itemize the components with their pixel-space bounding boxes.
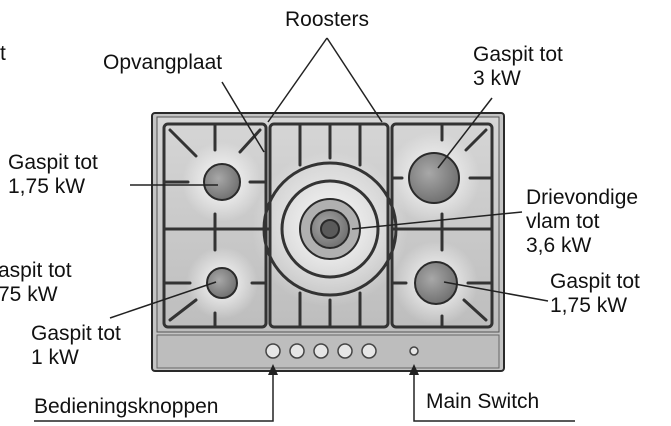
- leader-arrowheads: [268, 364, 419, 375]
- knob-3: [313, 343, 329, 359]
- knob-4: [337, 343, 353, 359]
- main-switch-button: [409, 346, 419, 356]
- burner-top-right-label: Gaspit tot 3 kW: [473, 43, 563, 90]
- roosters-grates: [162, 122, 494, 329]
- knob-5: [361, 343, 377, 359]
- burner-top-right: [408, 152, 460, 204]
- leader-lines: [109, 37, 549, 407]
- control-knobs: [265, 343, 419, 359]
- main-switch-label: Main Switch: [426, 390, 540, 413]
- burner-top-left-label: Gaspit tot 1,75 kW: [8, 151, 98, 198]
- burner-bottom-left: [206, 267, 238, 299]
- knob-1: [265, 343, 281, 359]
- roosters-label: Roosters: [285, 8, 370, 31]
- burner-top-left: [203, 163, 241, 201]
- corner-fragment-label: t: [0, 42, 6, 65]
- burner-bottom-right: [414, 261, 458, 305]
- burner-bottom-left-label: Gaspit tot 1 kW: [31, 322, 121, 369]
- opvangplaat-label: Opvangplaat: [103, 51, 223, 74]
- burner-center-label: Drievondige vlam tot 3,6 kW: [526, 186, 639, 257]
- burner-mid-left-cut-label: aspit tot 75 kW: [0, 259, 72, 306]
- bedieningsknoppen-label: Bedieningsknoppen: [34, 395, 219, 418]
- burner-bottom-right-label: Gaspit tot 1,75 kW: [550, 270, 640, 317]
- knob-2: [289, 343, 305, 359]
- burners: [203, 152, 460, 305]
